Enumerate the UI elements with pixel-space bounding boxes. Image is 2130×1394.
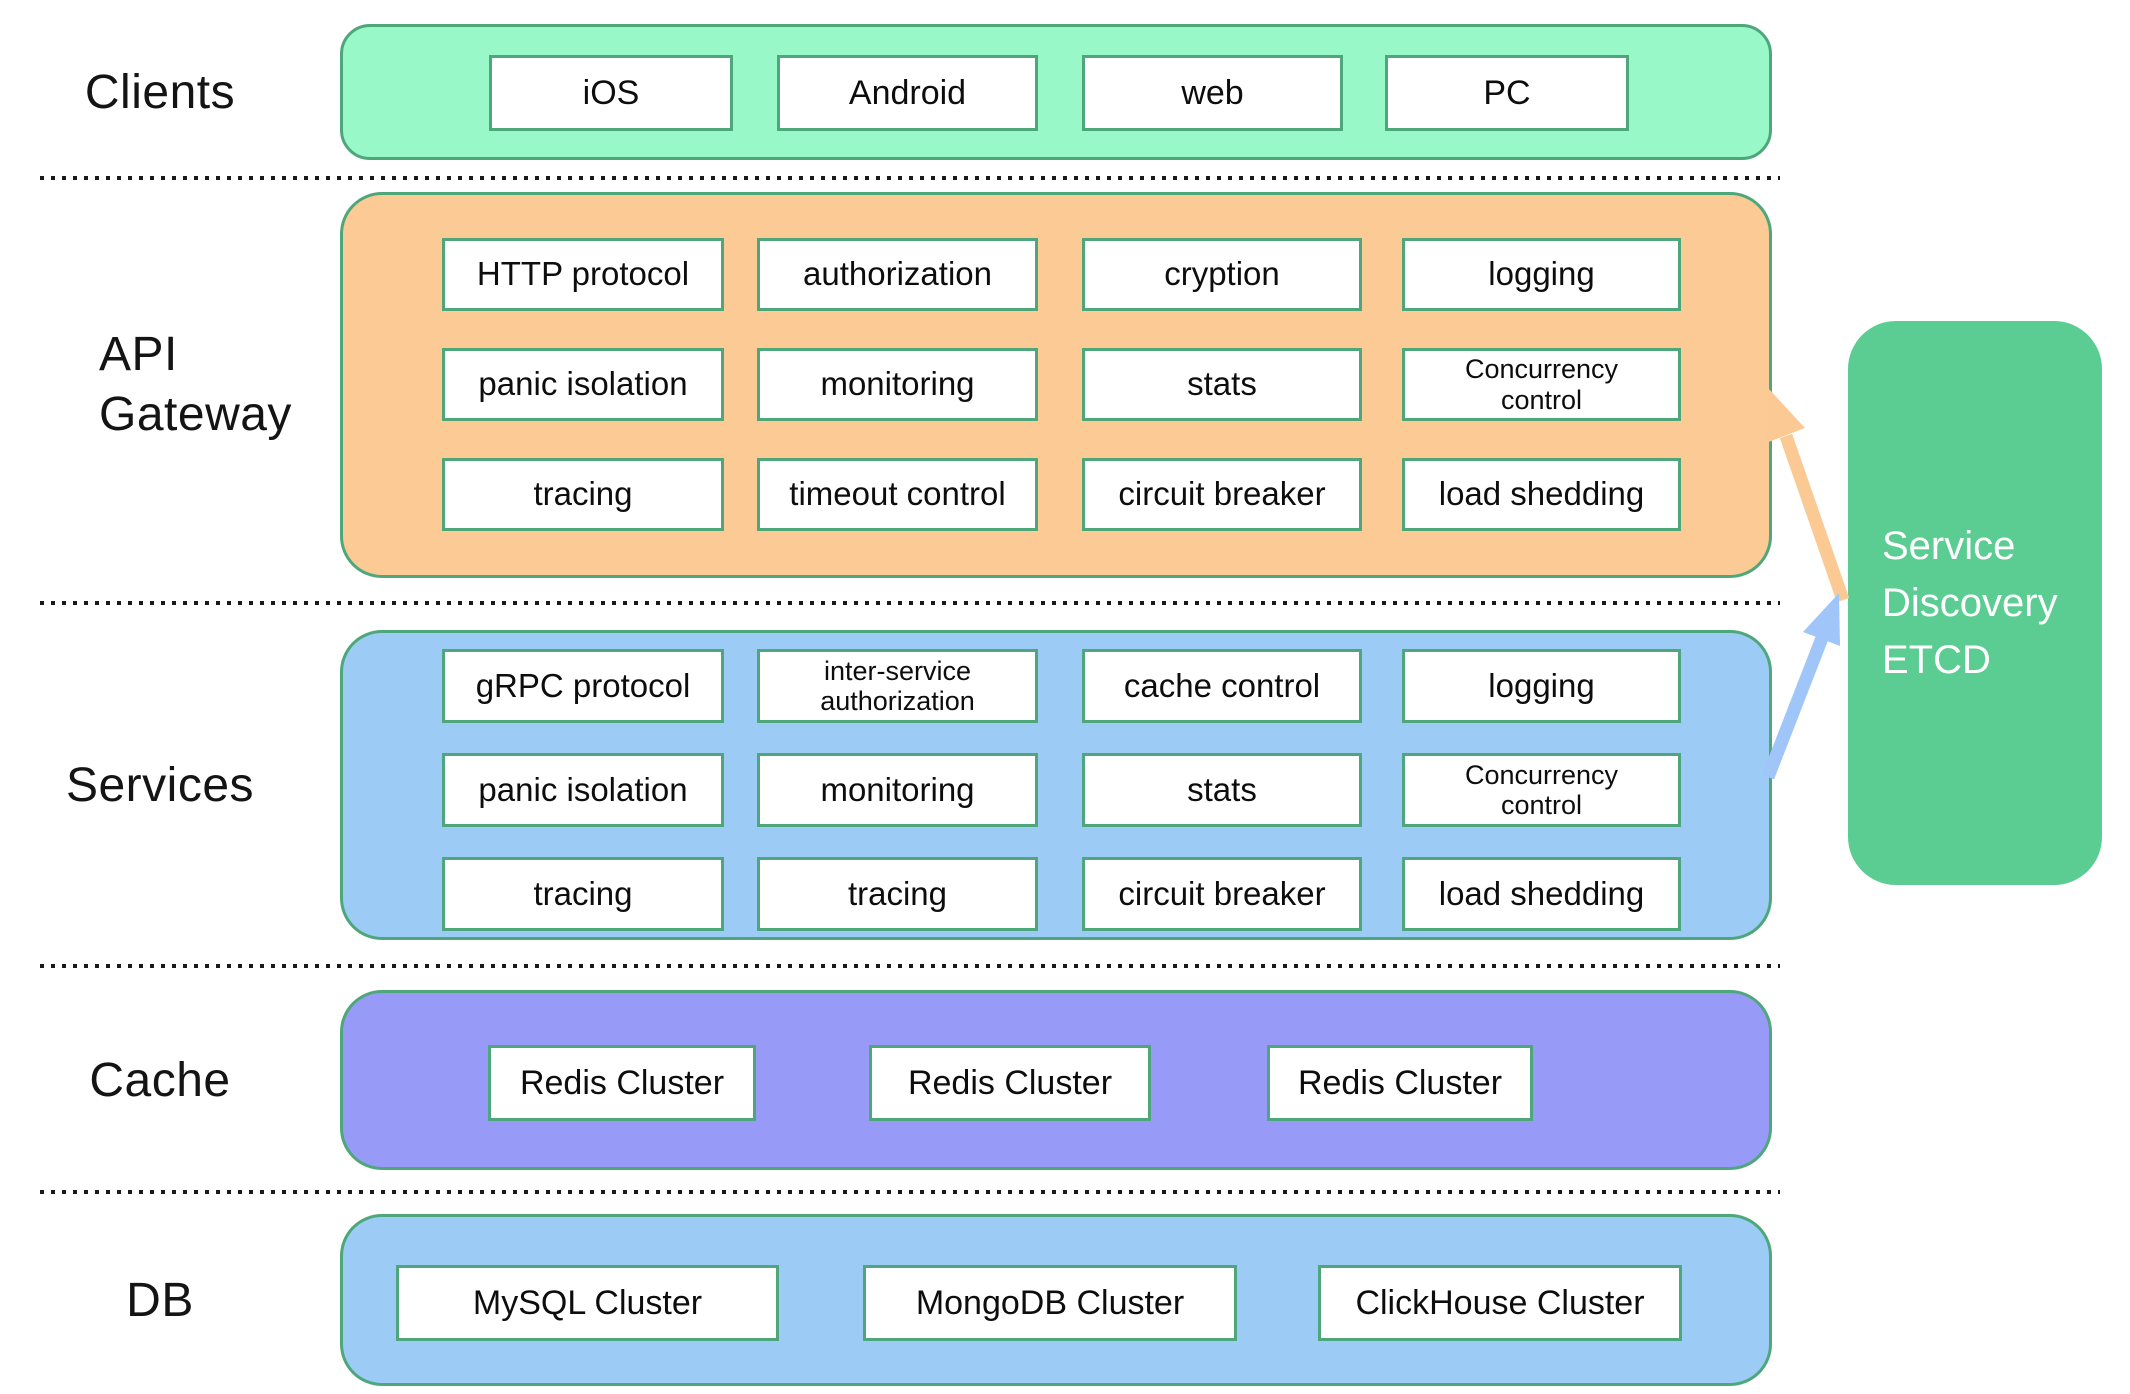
node-redis-cluster-1: Redis Cluster (488, 1045, 756, 1121)
separator-cache-db (40, 1190, 1780, 1194)
node-stats: stats (1082, 753, 1362, 827)
node-authorization: authorization (757, 238, 1038, 311)
node-load-shedding: load shedding (1402, 458, 1681, 531)
node-ios: iOS (489, 55, 733, 131)
tier-label-cache: Cache (89, 1053, 231, 1107)
arrow-etcd-to-api-gateway (1766, 389, 1850, 603)
etcd-label-line1: Service (1882, 523, 2016, 568)
node-grpc-protocol: gRPC protocol (442, 649, 724, 723)
tier-label-services: Services (65, 758, 255, 812)
node-circuit-breaker: circuit breaker (1082, 857, 1362, 931)
arrow-orange-shaft (1779, 433, 1850, 603)
separator-services-cache (40, 964, 1780, 968)
service-discovery-etcd-box: Service Discovery ETCD (1848, 321, 2102, 885)
node-mongodb-cluster: MongoDB Cluster (863, 1265, 1237, 1341)
node-timeout-control: timeout control (757, 458, 1038, 531)
node-pc: PC (1385, 55, 1629, 131)
node-tracing: tracing (442, 857, 724, 931)
node-http-protocol: HTTP protocol (442, 238, 724, 311)
node-tracing: tracing (442, 458, 724, 531)
node-cryption: cryption (1082, 238, 1362, 311)
tier-label-clients: Clients (84, 65, 236, 119)
node-clickhouse-cluster: ClickHouse Cluster (1318, 1265, 1682, 1341)
node-cache-control: cache control (1082, 649, 1362, 723)
node-redis-cluster-2: Redis Cluster (869, 1045, 1151, 1121)
db-band: MySQL Cluster MongoDB Cluster ClickHouse… (340, 1214, 1772, 1386)
node-stats: stats (1082, 348, 1362, 421)
node-load-shedding: load shedding (1402, 857, 1681, 931)
arrow-blue-head (1803, 593, 1840, 646)
node-mysql-cluster: MySQL Cluster (396, 1265, 779, 1341)
tier-label-api-gateway: API Gateway (99, 192, 399, 578)
node-android: Android (777, 55, 1038, 131)
node-logging: logging (1402, 238, 1681, 311)
tier-label-api-line2: Gateway (99, 388, 292, 441)
tier-label-api-line1: API (99, 328, 178, 381)
node-monitoring: monitoring (757, 753, 1038, 827)
cache-band: Redis Cluster Redis Cluster Redis Cluste… (340, 990, 1772, 1170)
services-band: gRPC protocol inter-service authorizatio… (340, 630, 1772, 940)
node-concurrency-control: Concurrency control (1402, 753, 1681, 827)
node-tracing: tracing (757, 857, 1038, 931)
tier-label-db: DB (126, 1273, 194, 1327)
node-circuit-breaker: circuit breaker (1082, 458, 1362, 531)
node-panic-isolation: panic isolation (442, 753, 724, 827)
arrow-blue-shaft (1761, 635, 1829, 780)
separator-clients-api (40, 176, 1780, 180)
node-redis-cluster-3: Redis Cluster (1267, 1045, 1533, 1121)
etcd-label-line3: ETCD (1882, 637, 1991, 682)
node-panic-isolation: panic isolation (442, 348, 724, 421)
clients-band: iOS Android web PC (340, 24, 1772, 160)
node-concurrency-control: Concurrency control (1402, 348, 1681, 421)
api-gateway-band: HTTP protocol authorization cryption log… (340, 192, 1772, 578)
etcd-label-line2: Discovery (1882, 580, 2058, 625)
separator-api-services (40, 601, 1780, 605)
node-web: web (1082, 55, 1343, 131)
node-monitoring: monitoring (757, 348, 1038, 421)
arrow-services-to-etcd (1761, 593, 1840, 780)
node-logging: logging (1402, 649, 1681, 723)
node-inter-service-authorization: inter-service authorization (757, 649, 1038, 723)
